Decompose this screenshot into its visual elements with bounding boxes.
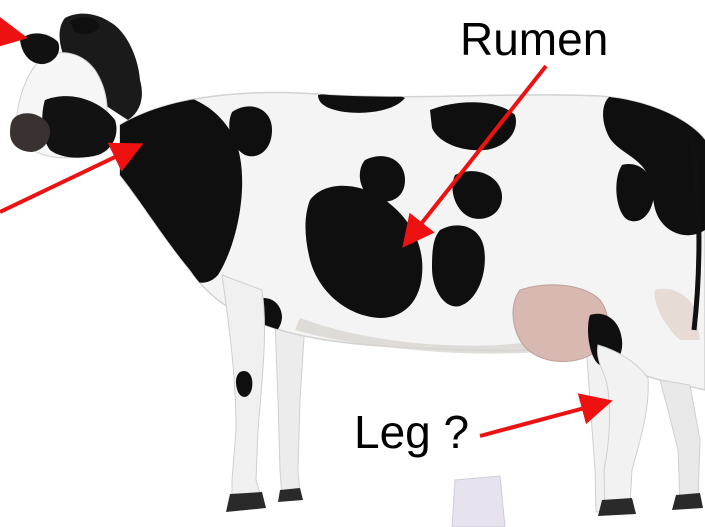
leg-arrow <box>480 402 607 436</box>
hoof-front <box>226 492 266 512</box>
front-leg-far <box>275 320 305 497</box>
head-arrow <box>0 33 22 37</box>
hoof-hind <box>598 498 636 516</box>
pail-fragment <box>452 476 505 527</box>
leg-label: Leg ? <box>354 409 469 455</box>
cow-ear <box>20 33 59 64</box>
rumen-label: Rumen <box>460 16 608 62</box>
